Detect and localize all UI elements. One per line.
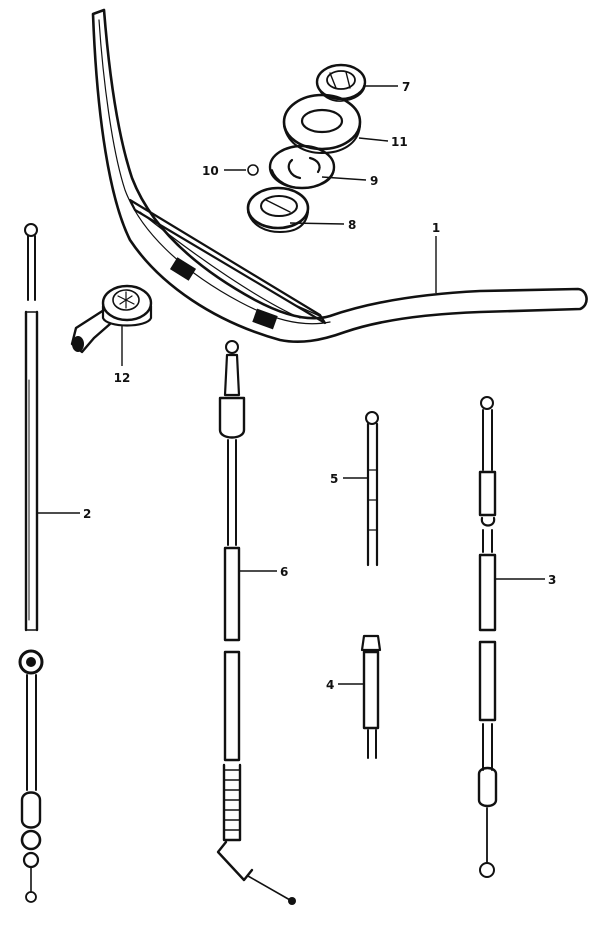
- callout-8: 8: [348, 218, 356, 232]
- rod-part-5: [365, 411, 379, 567]
- callout-11: 11: [391, 135, 408, 149]
- rod-part-4: [360, 634, 382, 759]
- callout-2: 2: [83, 507, 91, 521]
- rubber-part-8: [246, 186, 310, 233]
- callout-10: 10: [202, 164, 219, 178]
- lever-part-12: [70, 284, 153, 354]
- callout-5: 5: [330, 472, 338, 486]
- callout-1: 1: [432, 221, 440, 235]
- callout-9: 9: [370, 174, 378, 188]
- ring-part-9: [268, 144, 336, 190]
- callout-6: 6: [280, 565, 288, 579]
- callout-12: 12: [114, 371, 131, 385]
- callout-4: 4: [326, 678, 334, 692]
- cable-part-6: [216, 340, 296, 905]
- handlebar-part-1: [91, 8, 588, 344]
- washer-part-11: [282, 93, 362, 154]
- cable-part-2: [18, 223, 44, 903]
- callout-labels: 1 2 3 4 5 6 7 8 9 10 11 12: [83, 80, 556, 692]
- cable-part-3: [477, 396, 498, 878]
- callout-7: 7: [402, 80, 410, 94]
- ball-part-10: [247, 164, 259, 176]
- callout-3: 3: [548, 573, 556, 587]
- leader-lines: [37, 85, 545, 685]
